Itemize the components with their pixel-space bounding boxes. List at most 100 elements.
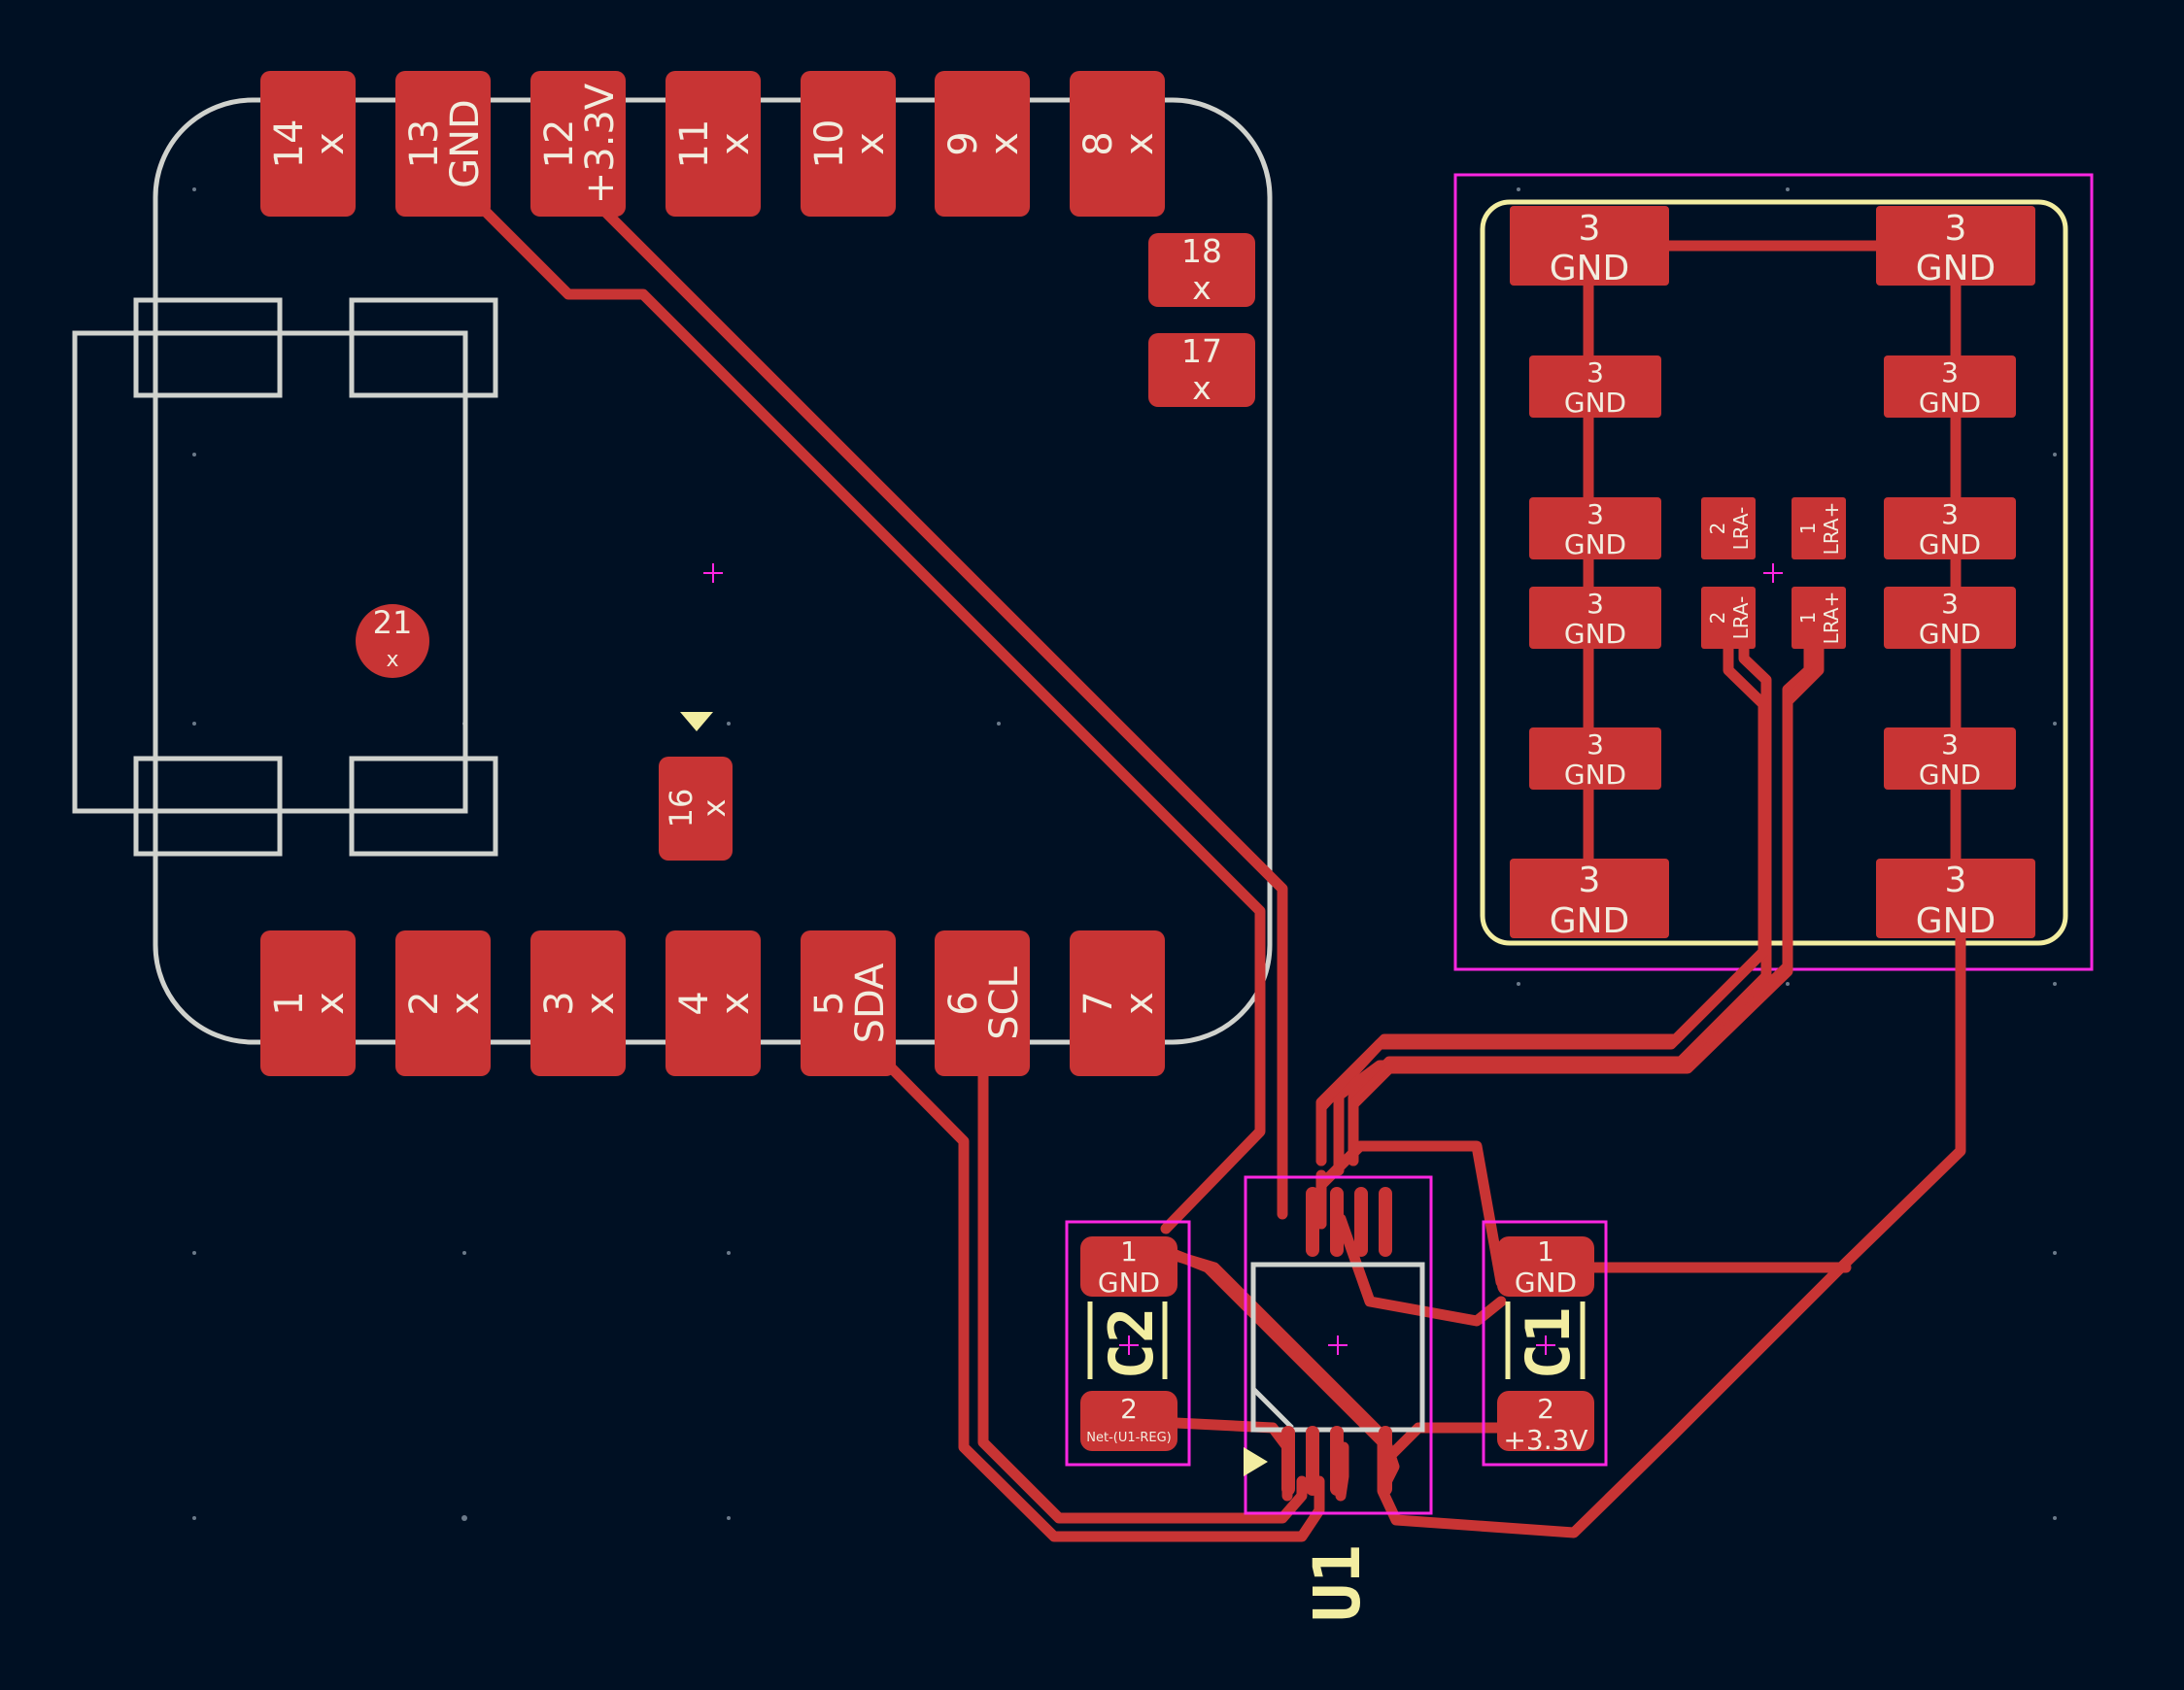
pad-21-net: x <box>386 648 398 672</box>
pin-5[interactable]: 5 SDA <box>801 930 896 1076</box>
pin-6-net: SCL <box>982 965 1027 1039</box>
pin-3-number: 3 <box>537 991 582 1015</box>
lra-pad-number: 3 <box>1941 356 1959 389</box>
c1-pad-2-number: 2 <box>1537 1393 1554 1425</box>
lra-pad-net: GND <box>1550 249 1630 288</box>
lra-pad-gnd-right-3[interactable]: 3 GND <box>1884 497 2016 560</box>
lra-minus-net: LRA- <box>1729 507 1753 551</box>
lra-signal-traces <box>1315 643 1825 1166</box>
lra-minus-net: LRA- <box>1729 596 1753 640</box>
pin-13[interactable]: 13 GND <box>395 71 491 217</box>
c2-pad-2[interactable]: 2 Net-(U1-REG) <box>1080 1391 1177 1451</box>
pin-3[interactable]: 3 x <box>530 930 626 1076</box>
pin-4-number: 4 <box>672 991 717 1015</box>
lra-pad-number: 3 <box>1945 209 1967 249</box>
pad-16-number: 16 <box>663 789 700 828</box>
module-center-marker <box>703 563 723 583</box>
lra-pad-gnd-right-4[interactable]: 3 GND <box>1884 587 2016 650</box>
pin-9-number: 9 <box>941 131 986 155</box>
u1-pins-top <box>1306 1187 1392 1257</box>
pin-12-net: +3.3V <box>578 83 623 204</box>
copper-traces <box>477 203 1966 1542</box>
lra-pad-net: GND <box>1916 249 1996 288</box>
lra-pad-gnd-top-right[interactable]: 3 GND <box>1876 206 2035 288</box>
pin-12[interactable]: 12 +3.3V <box>530 71 626 217</box>
pin-11[interactable]: 11 x <box>665 71 761 217</box>
c1-pad-1[interactable]: 1 GND <box>1497 1235 1594 1299</box>
pin-7-number: 7 <box>1076 991 1121 1015</box>
lra-pad-net: GND <box>1919 528 1981 560</box>
lra-minus-pad-bottom[interactable]: 2 LRA- <box>1701 587 1756 649</box>
lra-pad-number: 3 <box>1587 356 1604 389</box>
c2-pad-2-number: 2 <box>1120 1393 1138 1425</box>
pin-7-net: x <box>1117 992 1162 1015</box>
pin-3-net: x <box>578 992 623 1015</box>
lra-plus-number: 1 <box>1796 612 1820 625</box>
lra-plus-number: 1 <box>1796 523 1820 535</box>
c1-pad-2[interactable]: 2 +3.3V <box>1497 1391 1594 1456</box>
lra-pad-gnd-top-left[interactable]: 3 GND <box>1510 206 1669 288</box>
lra-pad-net: GND <box>1550 901 1630 941</box>
pin-12-number: 12 <box>537 119 582 169</box>
u1-pins-bottom <box>1281 1426 1392 1496</box>
pad-16-marker-triangle <box>680 712 713 731</box>
lra-pad-number: 3 <box>1587 588 1604 620</box>
lra-plus-pad-top[interactable]: 1 LRA+ <box>1792 497 1846 559</box>
pad-17-number: 17 <box>1181 332 1222 370</box>
pin-4[interactable]: 4 x <box>665 930 761 1076</box>
lra-plus-pad-bottom[interactable]: 1 LRA+ <box>1792 587 1846 649</box>
pin-10-net: x <box>848 132 893 155</box>
lra-plus-net: LRA+ <box>1820 592 1843 645</box>
pin-6[interactable]: 6 SCL <box>935 930 1030 1076</box>
lra-pad-gnd-bottom-right[interactable]: 3 GND <box>1876 859 2035 941</box>
c2-pad-1[interactable]: 1 GND <box>1080 1235 1177 1299</box>
lra-pad-number: 3 <box>1579 861 1601 900</box>
c2-pad-1-net: GND <box>1098 1267 1160 1299</box>
pin-8-number: 8 <box>1076 131 1121 155</box>
pad-16[interactable]: 16 x <box>659 757 733 861</box>
c2-pad-2-net: Net-(U1-REG) <box>1086 1431 1171 1445</box>
lra-minus-number: 2 <box>1706 612 1729 625</box>
lra-pad-net: GND <box>1564 528 1626 560</box>
pin-1-number: 1 <box>267 991 312 1015</box>
pin-8[interactable]: 8 x <box>1070 71 1165 217</box>
lra-pad-net: GND <box>1564 387 1626 419</box>
lra-pad-net: GND <box>1564 759 1626 791</box>
lra-pad-number: 3 <box>1941 498 1959 530</box>
pin-2-number: 2 <box>402 991 447 1015</box>
lra-pad-gnd-left-4[interactable]: 3 GND <box>1529 587 1661 650</box>
pin-9-net: x <box>982 132 1027 155</box>
pin-5-number: 5 <box>807 991 852 1015</box>
pin-1-net: x <box>308 992 353 1015</box>
pad-21-number: 21 <box>373 604 413 641</box>
lra-pad-gnd-left-5[interactable]: 3 GND <box>1529 727 1661 791</box>
pin-9[interactable]: 9 x <box>935 71 1030 217</box>
u1-courtyard <box>1244 1175 1433 1515</box>
pin-14[interactable]: 14 x <box>260 71 356 217</box>
c2-pad-1-number: 1 <box>1120 1235 1138 1268</box>
pin-1[interactable]: 1 x <box>260 930 356 1076</box>
lra-pad-number: 3 <box>1941 728 1959 760</box>
pad-18[interactable]: 18 x <box>1148 232 1255 307</box>
pad-17[interactable]: 17 x <box>1148 332 1255 407</box>
lra-pad-net: GND <box>1916 901 1996 941</box>
lra-pad-gnd-bottom-left[interactable]: 3 GND <box>1510 859 1669 941</box>
pin-10[interactable]: 10 x <box>801 71 896 217</box>
c2-center-marker <box>1119 1335 1139 1355</box>
lra-pad-number: 3 <box>1941 588 1959 620</box>
pad-17-net: x <box>1192 369 1211 407</box>
lra-minus-pad-top[interactable]: 2 LRA- <box>1701 497 1756 559</box>
lra-footprint: 3 GND 3 GND 3 GND 3 GND 3 GND 3 GND <box>1510 206 2035 941</box>
pin-2-net: x <box>443 992 488 1015</box>
pin-10-number: 10 <box>807 119 852 169</box>
pad-21[interactable]: 21 x <box>356 604 429 678</box>
pin-2[interactable]: 2 x <box>395 930 491 1076</box>
pin-7[interactable]: 7 x <box>1070 930 1165 1076</box>
lra-pad-gnd-left-2[interactable]: 3 GND <box>1529 355 1661 419</box>
lra-pad-gnd-right-2[interactable]: 3 GND <box>1884 355 2016 419</box>
lra-pad-net: GND <box>1919 759 1981 791</box>
lra-pad-gnd-left-3[interactable]: 3 GND <box>1529 497 1661 560</box>
lra-plus-net: LRA+ <box>1820 502 1843 556</box>
lra-pad-gnd-right-5[interactable]: 3 GND <box>1884 727 2016 791</box>
